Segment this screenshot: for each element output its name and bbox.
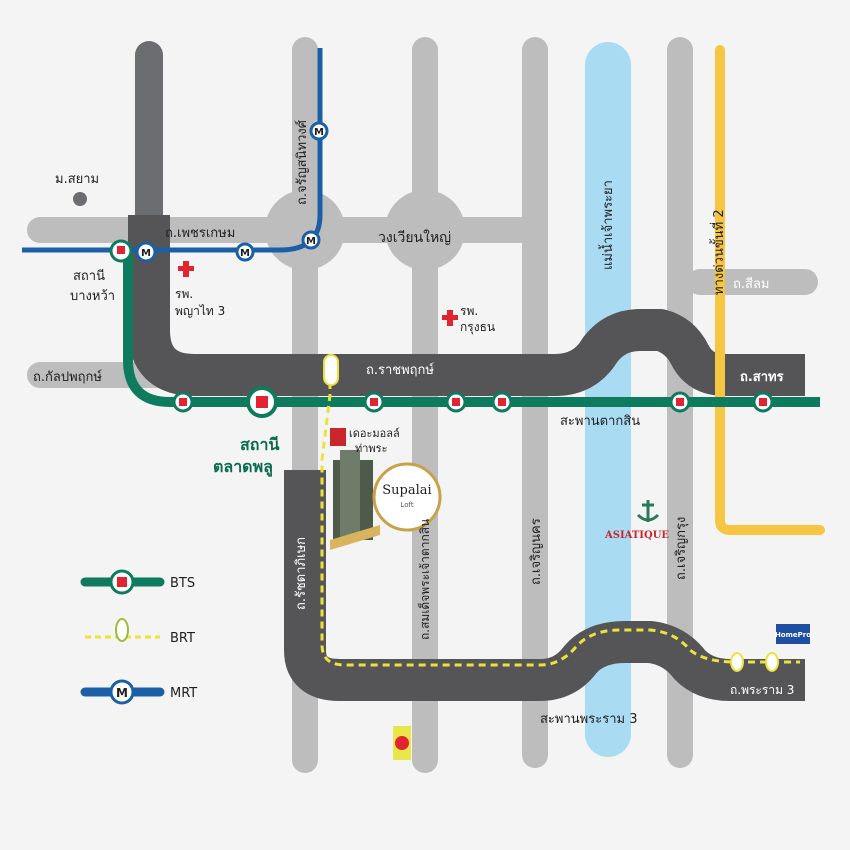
rama3-label: ถ.พระราม 3 [730, 683, 794, 697]
bts-line [123, 255, 820, 407]
bts-station-icons [117, 246, 767, 408]
legend: BTS BRT M MRT [80, 569, 197, 705]
mrt-symbol: M [306, 236, 316, 247]
expressway-line [715, 45, 825, 535]
brt-stop[interactable] [765, 652, 779, 672]
taksin-bridge-label: สะพานตากสิน [560, 414, 640, 429]
the-mall-label-2: ท่าพระ [355, 442, 388, 455]
hospital-icon [178, 261, 458, 326]
phet-kasem-label: ถ.เพชรเกษม [165, 226, 235, 241]
brt-stop[interactable] [730, 652, 744, 672]
ratchaphruek-road [128, 215, 805, 396]
rama3-bridge-label: สะพานพระราม 3 [540, 712, 637, 727]
ratchaphruek-label: ถ.ราชพฤกษ์ [366, 362, 434, 378]
the-mall-logo [330, 428, 346, 446]
legend-mrt-label: MRT [170, 686, 197, 701]
talat-phlu-label-1: สถานี [240, 435, 279, 454]
siam-university-marker [73, 192, 87, 206]
bangwa-station-label-2: บางหว้า [70, 289, 115, 304]
brt-stops [323, 354, 779, 672]
bangwa-station-label-1: สถานี [73, 268, 105, 284]
legend-mrt-symbol: M [116, 686, 128, 700]
mrt-symbol: M [141, 248, 151, 259]
somdet-label: ถ.สมเด็จพระเจ้าตากสิน [417, 519, 432, 640]
siam-university-label: ม.สยาม [55, 172, 99, 187]
wongwian-yai-label: วงเวียนใหญ่ [378, 229, 451, 246]
brt-stop[interactable] [323, 354, 339, 386]
brt-line [320, 370, 800, 667]
asiatique-label: ASIATIQUE [604, 530, 669, 541]
rama3-road [284, 470, 805, 701]
homepro-logo [776, 624, 810, 644]
supalai-logo-text: Supalai [382, 483, 431, 498]
asiatique-anchor-icon [636, 500, 660, 522]
kanlapaphruek-label: ถ.กัลปพฤกษ์ [33, 369, 102, 385]
expressway-label: ทางด่วนขั้นที่ 2 [709, 209, 727, 295]
chao-phraya-label: แม่น้ำเจ้าพระยา [598, 180, 616, 270]
mrt-station[interactable] [235, 242, 255, 262]
legend-brt-label: BRT [170, 631, 195, 646]
krungthon-label-2: กรุงธน [460, 320, 495, 335]
charoen-nakhon-label: ถ.เจริญนคร [529, 518, 544, 585]
krungthon-label-1: รพ. [460, 304, 478, 318]
charoen-krung-label: ถ.เจริญกรุง [674, 517, 689, 580]
mrt-station[interactable] [135, 241, 157, 263]
talat-phlu-label-2: ตลาดพลู [213, 457, 273, 478]
mrt-stations [135, 121, 329, 263]
sathorn-label: ถ.สาทร [740, 370, 784, 385]
silom-label: ถ.สีลม [733, 276, 769, 292]
the-mall-label-1: เดอะมอลล์ [349, 427, 400, 440]
charan-label: ถ.จรัญสนิทวงศ์ [294, 119, 310, 205]
supalai-logo-sub: Loft [400, 501, 413, 509]
mrt-symbol: M [240, 248, 250, 259]
mrt-station[interactable] [309, 121, 329, 141]
wongwian-yai-roundabout [385, 190, 465, 270]
supalai-logo [372, 462, 442, 532]
legend-bts-label: BTS [170, 576, 195, 591]
mrt-station[interactable] [301, 230, 321, 250]
ratchada-label: ถ.รัชดาภิเษก [294, 537, 309, 610]
phyathai3-label-2: พญาไท 3 [175, 304, 225, 318]
mrt-symbol: M [314, 127, 324, 138]
homepro-logo-text: HomePro [775, 631, 811, 639]
supalai-building [330, 450, 380, 550]
phyathai3-label-1: รพ. [175, 287, 193, 301]
